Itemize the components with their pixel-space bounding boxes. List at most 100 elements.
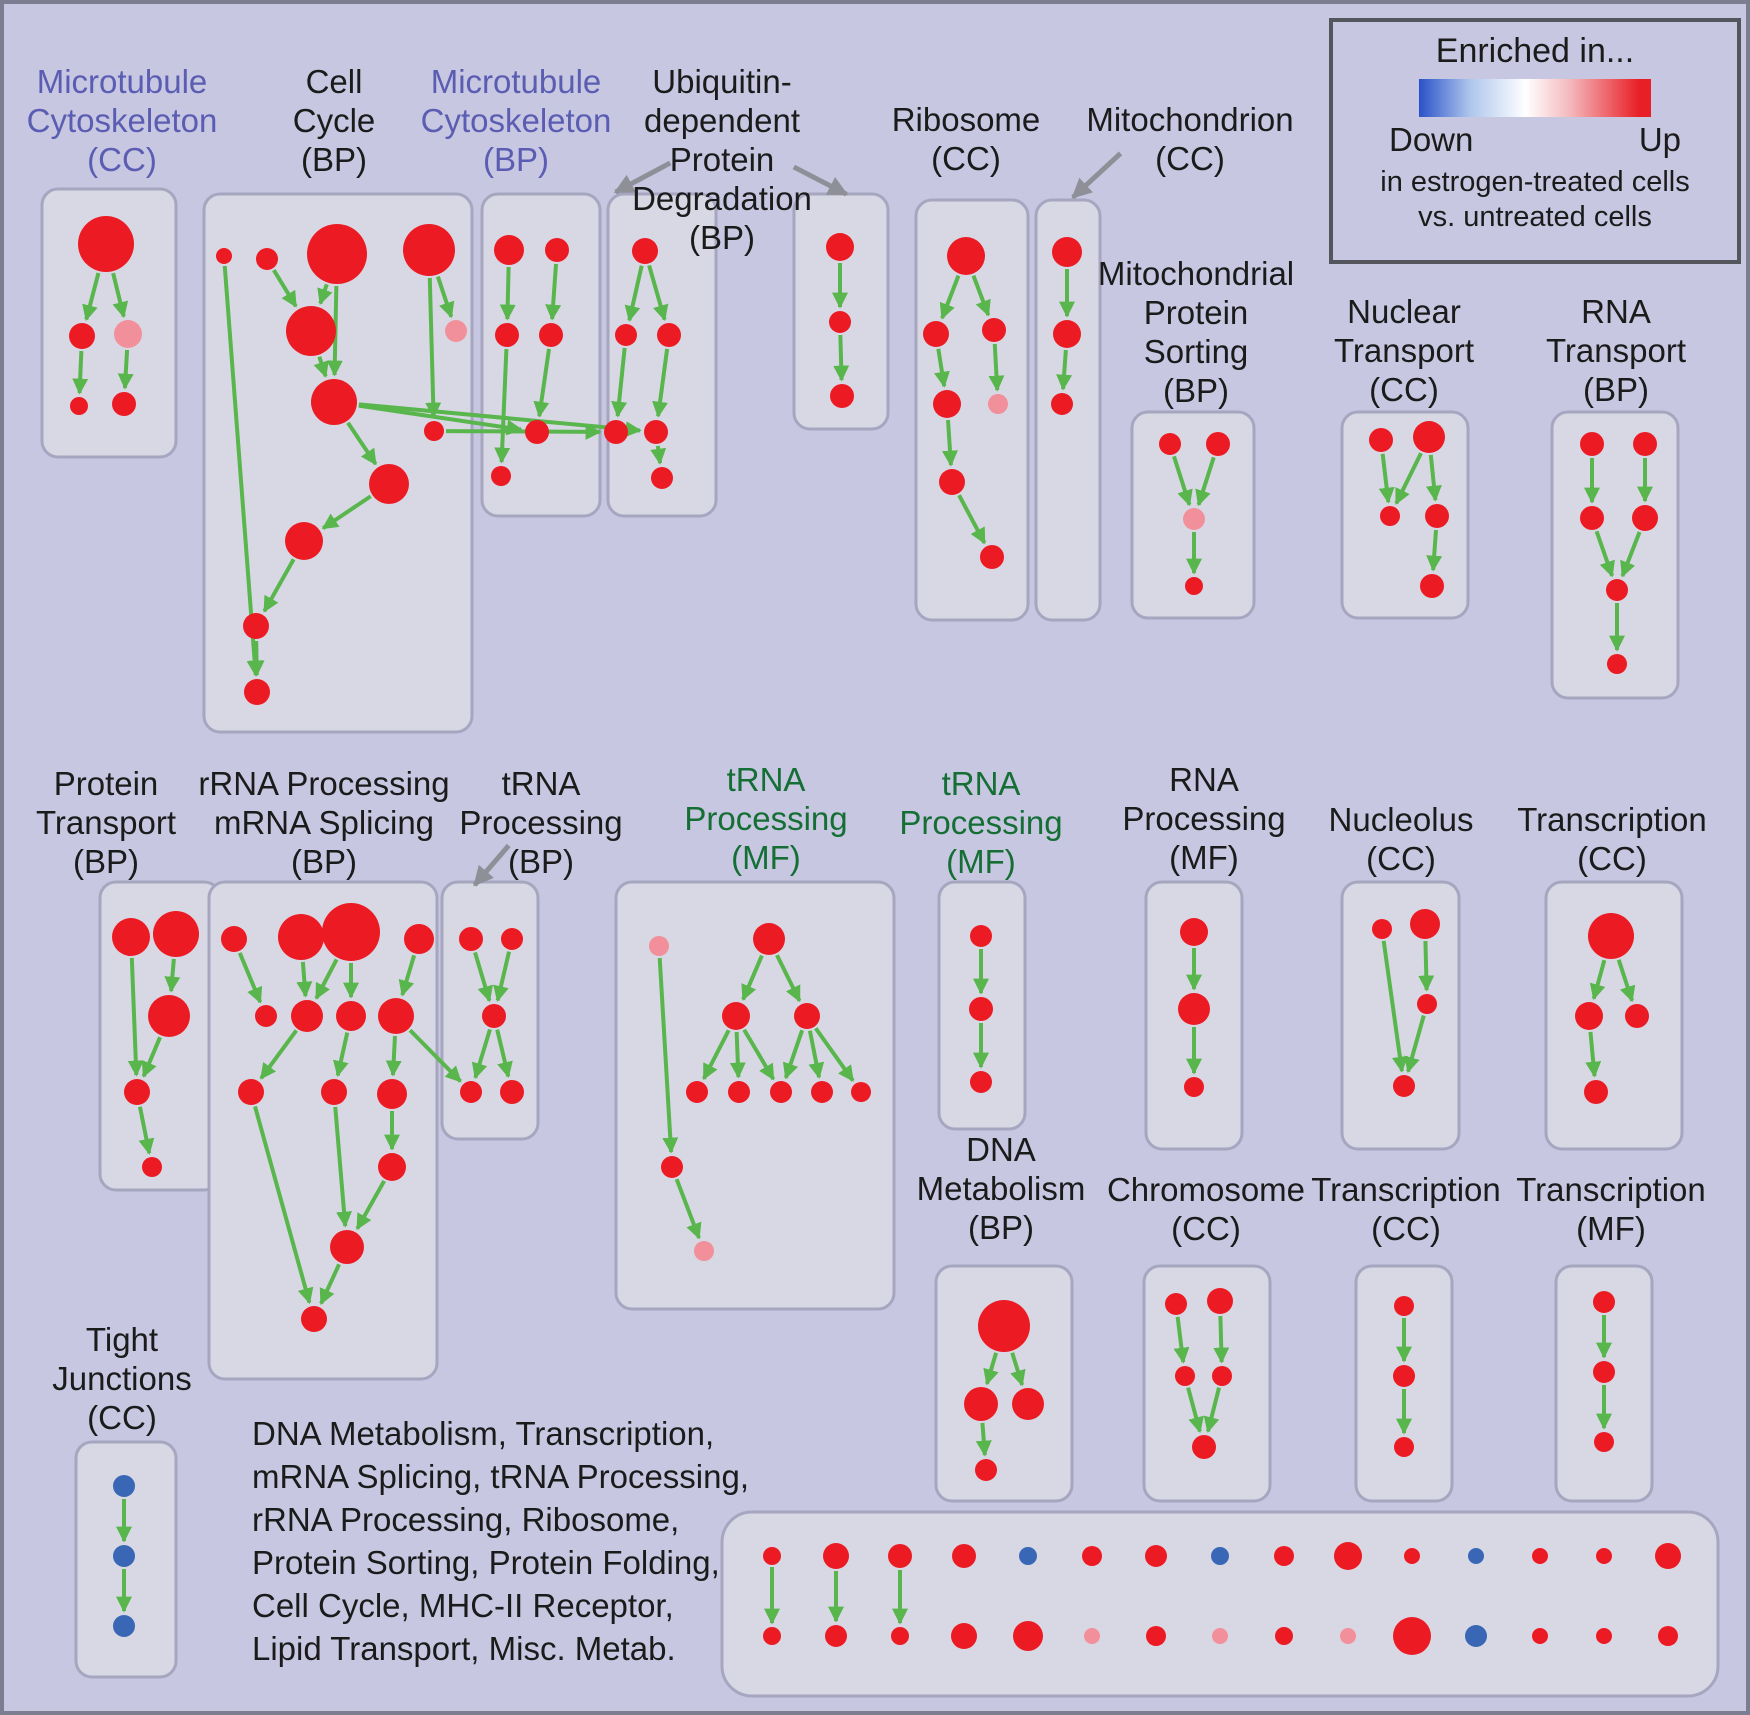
go-term-node-red xyxy=(1425,504,1449,528)
go-term-node-red xyxy=(604,420,628,444)
edge-arrow xyxy=(782,1029,805,1080)
go-term-node-red xyxy=(1275,1627,1293,1645)
go-term-node-blue xyxy=(113,1615,135,1637)
go-term-node-red xyxy=(404,924,434,954)
go-term-node-red xyxy=(112,392,136,416)
group-box-transcription-mf xyxy=(1554,1264,1654,1503)
go-term-node-red xyxy=(923,321,949,347)
go-term-node-red xyxy=(1596,1628,1612,1644)
go-term-node-blue xyxy=(1211,1547,1229,1565)
edge-arrow xyxy=(471,1028,492,1080)
go-term-node-red xyxy=(70,397,88,415)
go-term-node-red xyxy=(216,248,232,264)
edge-arrow xyxy=(164,958,181,993)
edge-arrow xyxy=(611,347,628,418)
go-term-node-red xyxy=(78,216,134,272)
go-term-node-red xyxy=(1013,1621,1043,1651)
go-term-node-red xyxy=(501,928,523,950)
edge-arrow xyxy=(1418,940,1435,992)
go-term-node-red xyxy=(1580,506,1604,530)
go-term-node-red xyxy=(495,323,519,347)
edge-arrow xyxy=(346,421,378,466)
go-term-node-red xyxy=(69,323,95,349)
legend-down-label: Down xyxy=(1389,121,1474,158)
go-term-node-red xyxy=(1594,1432,1614,1452)
legend-ends-row: Down Up xyxy=(1389,121,1681,159)
go-term-node-red xyxy=(952,1544,976,1568)
go-term-node-red xyxy=(491,466,511,486)
go-term-node-red xyxy=(1593,1291,1615,1313)
go-term-node-red xyxy=(1625,1004,1649,1028)
go-term-node-red xyxy=(1606,579,1628,601)
go-term-node-red xyxy=(1192,1435,1216,1459)
edge-arrow xyxy=(493,951,511,1002)
edge-arrow xyxy=(117,349,134,390)
edge-arrow xyxy=(650,445,667,465)
go-term-node-red xyxy=(980,545,1004,569)
go-term-node-red xyxy=(970,1071,992,1093)
edge-arrow xyxy=(72,350,89,395)
edge-arrow xyxy=(742,1028,776,1081)
edge-arrow xyxy=(533,348,551,418)
edge-arrow xyxy=(1394,452,1423,505)
go-term-node-red xyxy=(1175,1366,1195,1386)
go-term-node-red xyxy=(1052,237,1082,267)
edge-arrow xyxy=(1378,453,1395,504)
edge-arrow xyxy=(652,348,670,418)
go-term-node-red xyxy=(1410,909,1440,939)
go-term-node-red xyxy=(951,1623,977,1649)
go-term-node-red xyxy=(947,237,985,275)
legend: Enriched in... Down Up in estrogen-treat… xyxy=(1329,18,1741,264)
go-term-node-red xyxy=(763,1627,781,1645)
go-term-node-red xyxy=(1207,1288,1233,1314)
go-term-node-red xyxy=(632,238,658,264)
go-term-node-red xyxy=(311,379,357,425)
go-term-node-red xyxy=(851,1082,871,1102)
edge-arrow xyxy=(296,961,313,998)
edge-arrow xyxy=(807,1030,825,1079)
go-term-node-red xyxy=(823,1543,849,1569)
go-term-node-red xyxy=(1420,574,1444,598)
go-term-node-pink xyxy=(114,320,142,348)
go-term-node-red xyxy=(1051,393,1073,415)
go-term-node-red xyxy=(285,522,323,560)
go-term-node-red xyxy=(830,384,854,408)
go-term-node-red xyxy=(1580,432,1604,456)
go-term-node-red xyxy=(1596,1548,1612,1564)
go-term-node-red xyxy=(1274,1546,1294,1566)
go-term-node-red xyxy=(975,1459,997,1481)
go-term-node-red xyxy=(964,1387,998,1421)
edge-arrow xyxy=(237,952,263,1004)
edge-arrow xyxy=(317,283,333,306)
go-term-node-red xyxy=(978,1300,1030,1352)
edge-arrow xyxy=(975,1422,992,1457)
go-term-node-red xyxy=(1178,993,1210,1025)
edge-arrow xyxy=(127,957,144,1077)
go-term-node-pink xyxy=(694,1241,714,1261)
go-term-node-blue xyxy=(113,1545,135,1567)
edge-arrow xyxy=(248,640,265,677)
go-term-node-red xyxy=(336,1001,366,1031)
go-term-node-red xyxy=(1159,433,1181,455)
edge-arrow xyxy=(1404,1015,1426,1074)
legend-gradient-bar xyxy=(1419,79,1651,117)
go-term-node-red xyxy=(1588,913,1634,959)
go-term-node-red xyxy=(829,311,851,333)
edge-arrow xyxy=(814,1027,855,1082)
edge-arrow xyxy=(674,1178,702,1240)
go-term-node-red xyxy=(1393,1617,1431,1655)
go-term-node-red xyxy=(1053,320,1081,348)
go-term-node-red xyxy=(1180,918,1208,946)
go-term-node-red xyxy=(1012,1388,1044,1420)
go-term-node-red xyxy=(322,903,380,961)
go-term-node-red xyxy=(482,1004,506,1028)
edge-arrow xyxy=(545,263,562,321)
go-term-node-red xyxy=(1404,1548,1420,1564)
go-term-node-red xyxy=(244,679,270,705)
go-term-node-blue xyxy=(113,1475,135,1497)
go-term-node-red xyxy=(1185,577,1203,595)
edge-arrow xyxy=(1589,959,1607,1001)
edge-arrow xyxy=(934,348,950,388)
go-term-node-blue xyxy=(1468,1548,1484,1564)
